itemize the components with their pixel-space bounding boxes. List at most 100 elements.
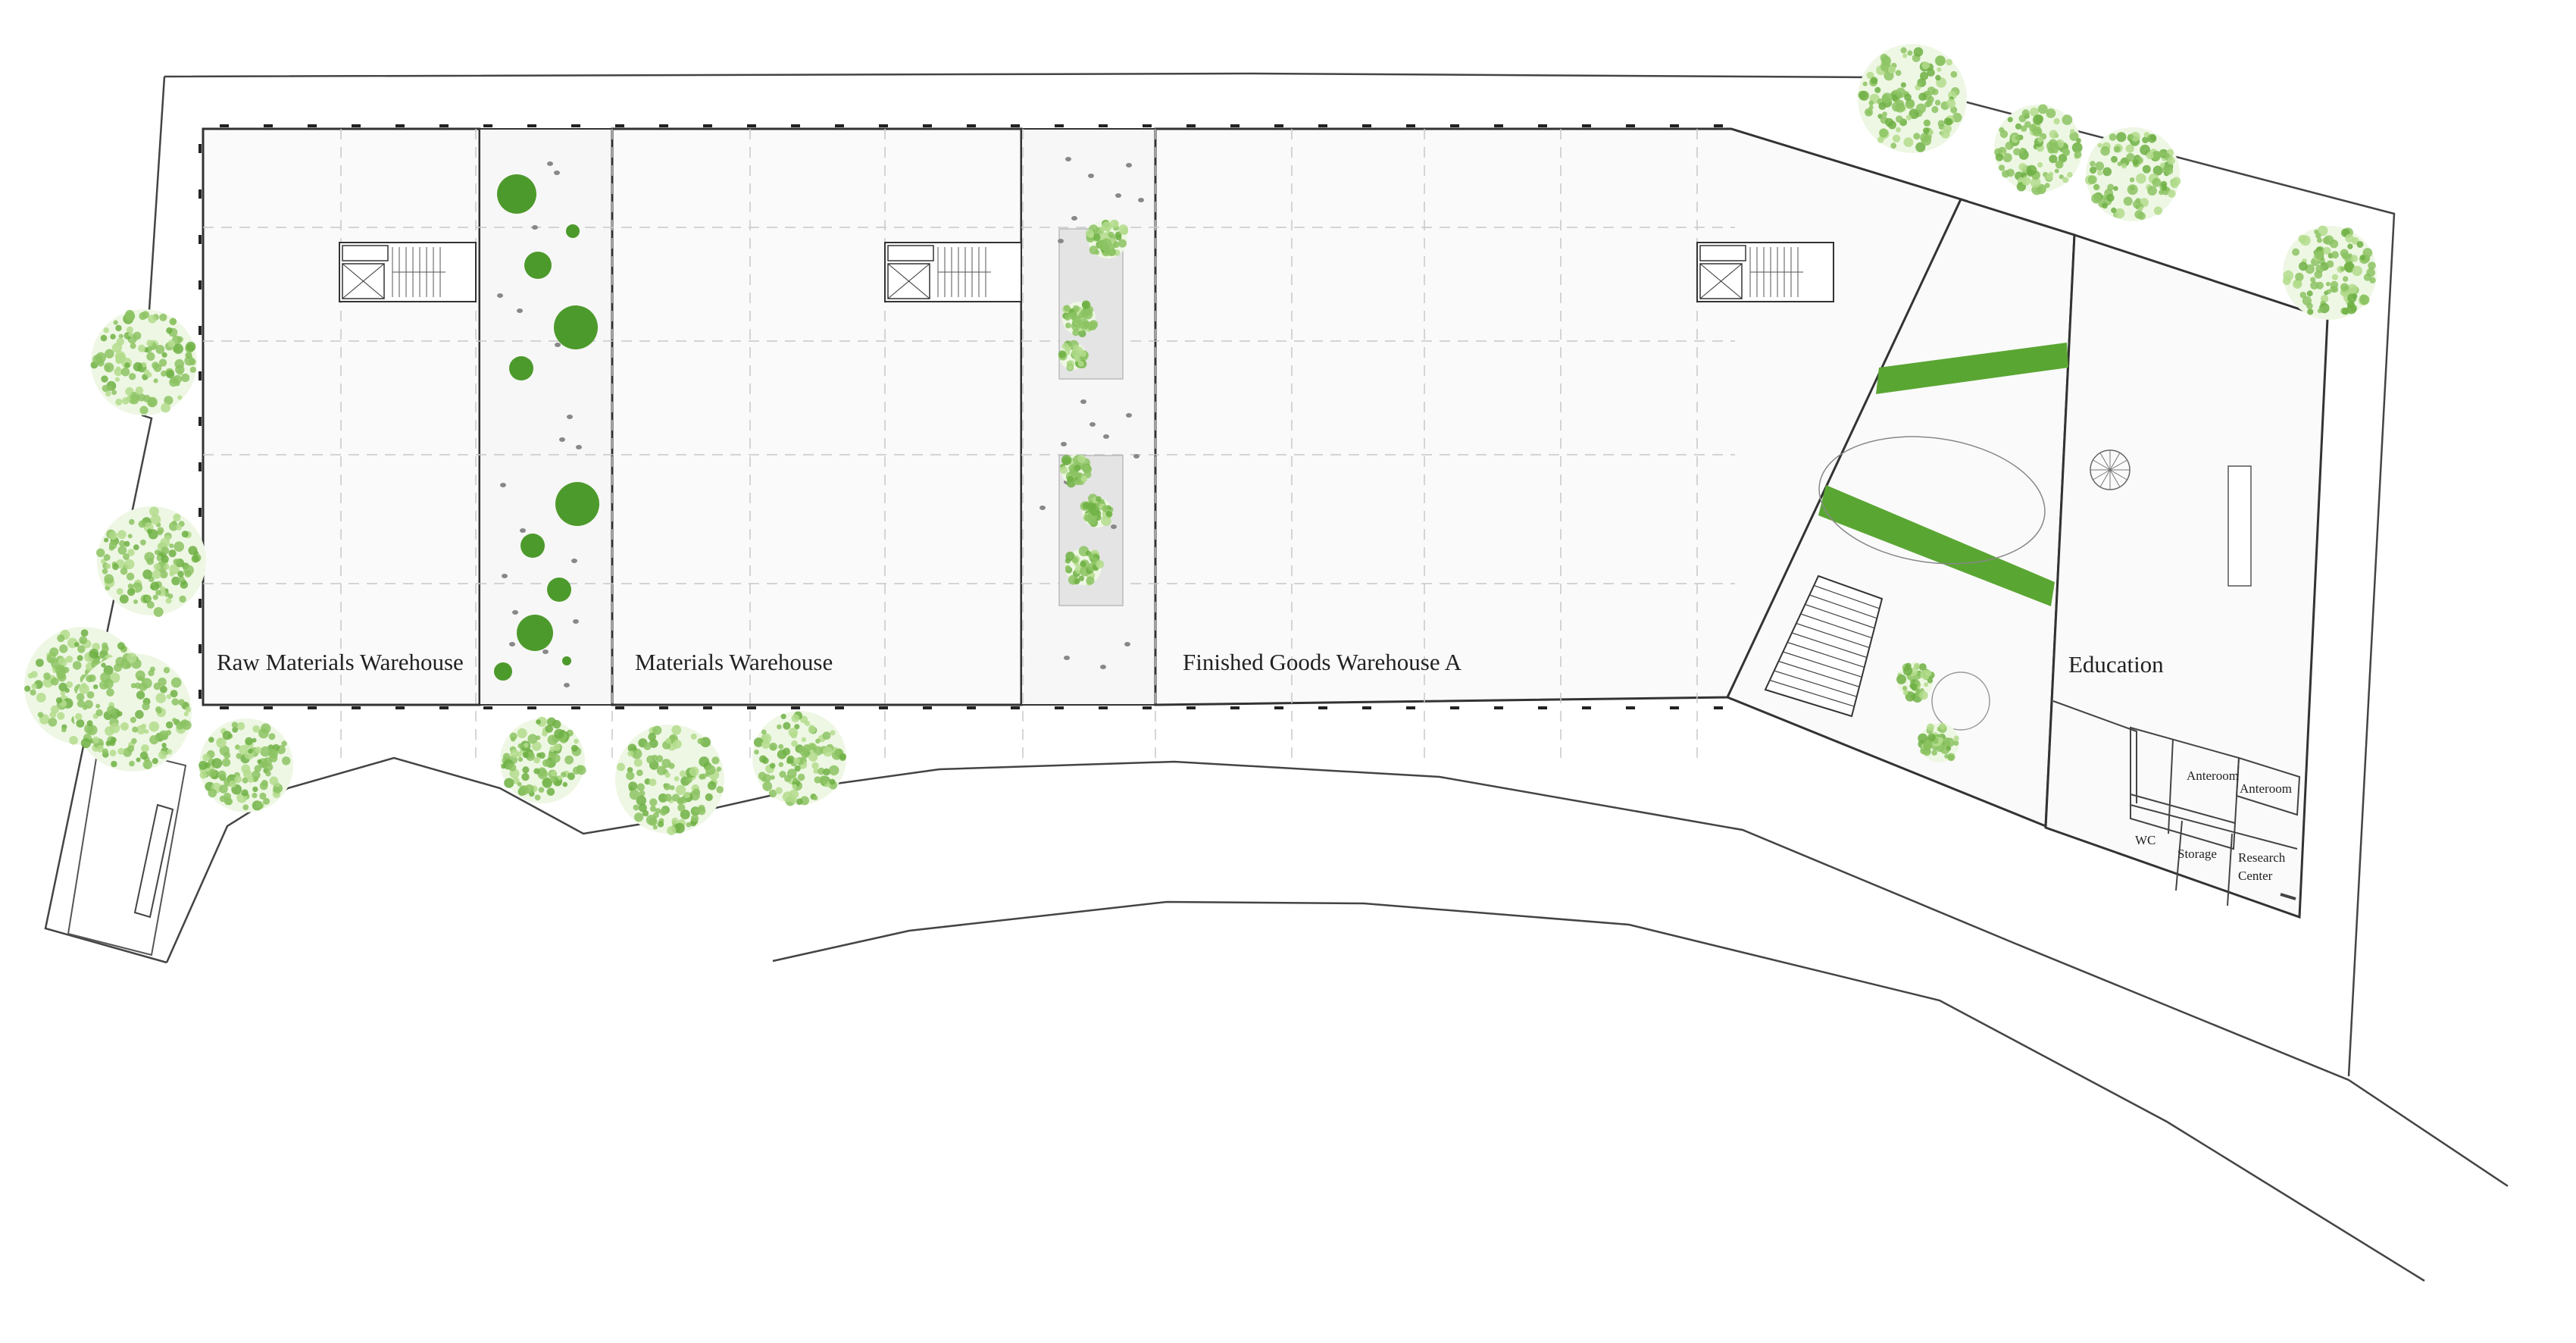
tree-leaf [562,781,568,787]
label-storage: Storage [2177,847,2217,861]
tree-leaf [173,343,183,354]
tree-leaf [1923,127,1930,134]
tree-leaf [822,731,831,740]
tree-leaf [2058,154,2068,163]
stepping-stone [1126,163,1132,167]
tree-leaf [2062,149,2071,156]
tree-leaf [813,795,818,800]
tree-leaf [42,677,54,688]
stair-core-1 [339,242,477,302]
tree-leaf [553,744,561,751]
tree-leaf [1895,70,1902,77]
tree-leaf [554,728,564,739]
tree-leaf [148,398,157,407]
tree-leaf [1063,305,1071,312]
tree-leaf [1902,685,1908,691]
tree-leaf [636,783,645,791]
tree-leaf [159,586,166,593]
tree-leaf [2340,266,2346,271]
seating-step [1809,594,1877,619]
tree-leaf [257,759,262,765]
tree-leaf [716,766,722,772]
tree-leaf [1105,511,1113,518]
tree-leaf [1915,142,1926,152]
tree-leaf [1074,465,1081,471]
tree-leaf [175,365,185,374]
tree-leaf [163,667,170,674]
tree-leaf [161,370,167,377]
tree-leaf [1937,120,1945,127]
tree [1085,219,1129,258]
tree-leaf [789,789,799,800]
tree-leaf [779,771,786,778]
tree-leaf [150,581,160,591]
tree-leaf [92,736,99,744]
tree-leaf [152,758,158,765]
spiral-tread [2099,469,2111,487]
tree [90,309,197,415]
tree-leaf [219,795,227,803]
tree-leaf [2292,248,2300,256]
tree-leaf [1909,683,1915,689]
tree-leaf [110,333,116,340]
tree-leaf [160,685,167,693]
tree-leaf [2015,135,2021,141]
tree-leaf [129,518,135,525]
tree-leaf [680,809,690,820]
tree-leaf [2097,142,2102,148]
tree-leaf [135,387,144,395]
tree-leaf [1931,88,1939,95]
tree-leaf [66,681,73,688]
tree-leaf [170,376,178,384]
tree-leaf [129,373,136,380]
tree-leaf [1921,136,1932,146]
tree-leaf [2136,173,2146,184]
tree-leaf [1919,690,1928,700]
tree-leaf [652,812,659,819]
tree-leaf [1065,346,1071,352]
tree [1058,340,1089,371]
tree-leaf [128,331,133,337]
tree-leaf [2044,183,2050,189]
tree-leaf [2069,131,2079,141]
tree-leaf [1900,82,1906,88]
tree-leaf [72,661,82,670]
tree-leaf [103,554,111,561]
tree-leaf [1907,50,1913,56]
tree-leaf [116,587,123,595]
tree-leaf [1913,662,1920,669]
courtyard-middle-floor [1021,128,1156,706]
spiral-tread [2099,452,2111,471]
tree-leaf [2062,177,2069,183]
tree-leaf [1923,740,1933,750]
tree-leaf [2126,153,2135,162]
tree-leaf [2046,108,2056,118]
tree-leaf [1067,475,1074,483]
tree-leaf [232,727,239,733]
tree-leaf [2117,161,2122,167]
tree-leaf [2030,107,2039,117]
stepping-stone [547,161,553,166]
tree-leaf [51,678,59,686]
tree-leaf [199,760,208,770]
tree-leaf [1946,58,1953,66]
tree-leaf [1904,93,1912,102]
river-edge-line [772,900,2425,1282]
tree-leaf [1072,315,1081,324]
tree-leaf [57,712,65,720]
seating-step [1774,670,1857,697]
tree-leaf [1084,321,1090,327]
tree-leaf [111,760,117,768]
tree-leaf [1918,733,1928,744]
tree-leaf [167,340,176,348]
stepping-stone [1100,665,1106,669]
tree-leaf [141,311,150,319]
tree-leaf [117,546,127,555]
tree-leaf [550,776,557,783]
tree-leaf [2347,293,2357,303]
stepping-stone [520,528,526,533]
tree-leaf [58,682,67,692]
tree-leaf [2113,186,2118,191]
tree-leaf [2093,183,2100,191]
tree [96,506,206,617]
